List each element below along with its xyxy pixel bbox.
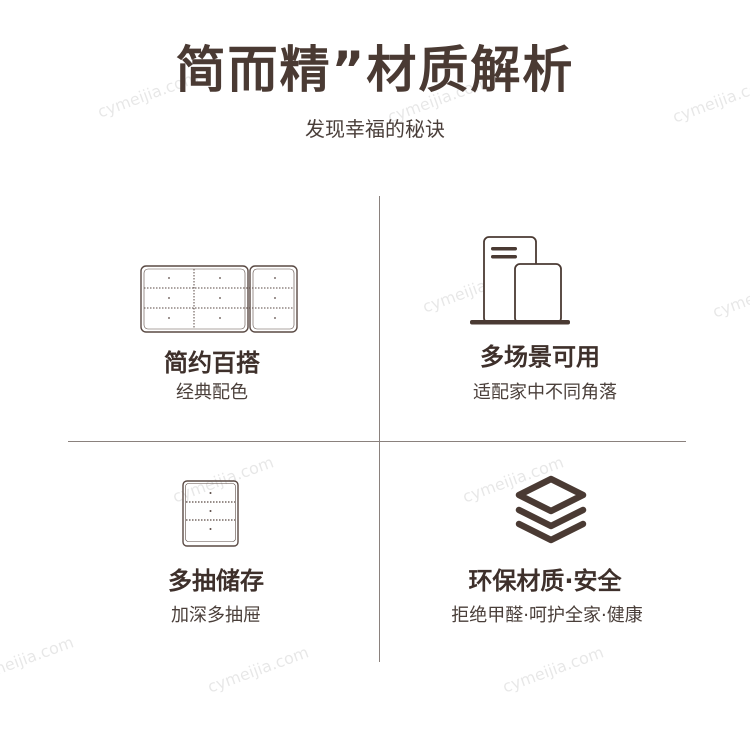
feature-title: 多抽储存 [168, 567, 264, 595]
watermark: cymeijia.com [204, 642, 312, 697]
vertical-divider [379, 196, 380, 662]
horizontal-divider [68, 441, 686, 442]
watermark: cymeijia.com [0, 632, 77, 687]
feature-subtitle: 经典配色 [176, 382, 248, 403]
feature-subtitle: 拒绝甲醛·呵护全家·健康 [451, 605, 643, 626]
page-subtitle: 发现幸福的秘诀 [305, 117, 445, 141]
feature-title: 简约百搭 [164, 349, 260, 377]
feature-subtitle: 加深多抽屉 [171, 605, 261, 626]
layers-icon [515, 475, 587, 544]
cabinets-on-floor-icon [470, 236, 570, 325]
page-title: 简而精”材质解析 [175, 41, 575, 99]
three-drawer-cabinet-icon [182, 480, 239, 547]
watermark: cymeijia.com [709, 267, 750, 322]
feature-title: 环保材质·安全 [468, 567, 622, 595]
drawer-cabinet-wide-icon [140, 265, 298, 333]
feature-subtitle: 适配家中不同角落 [473, 382, 617, 403]
feature-title: 多场景可用 [480, 343, 600, 371]
watermark: cymeijia.com [499, 642, 607, 697]
